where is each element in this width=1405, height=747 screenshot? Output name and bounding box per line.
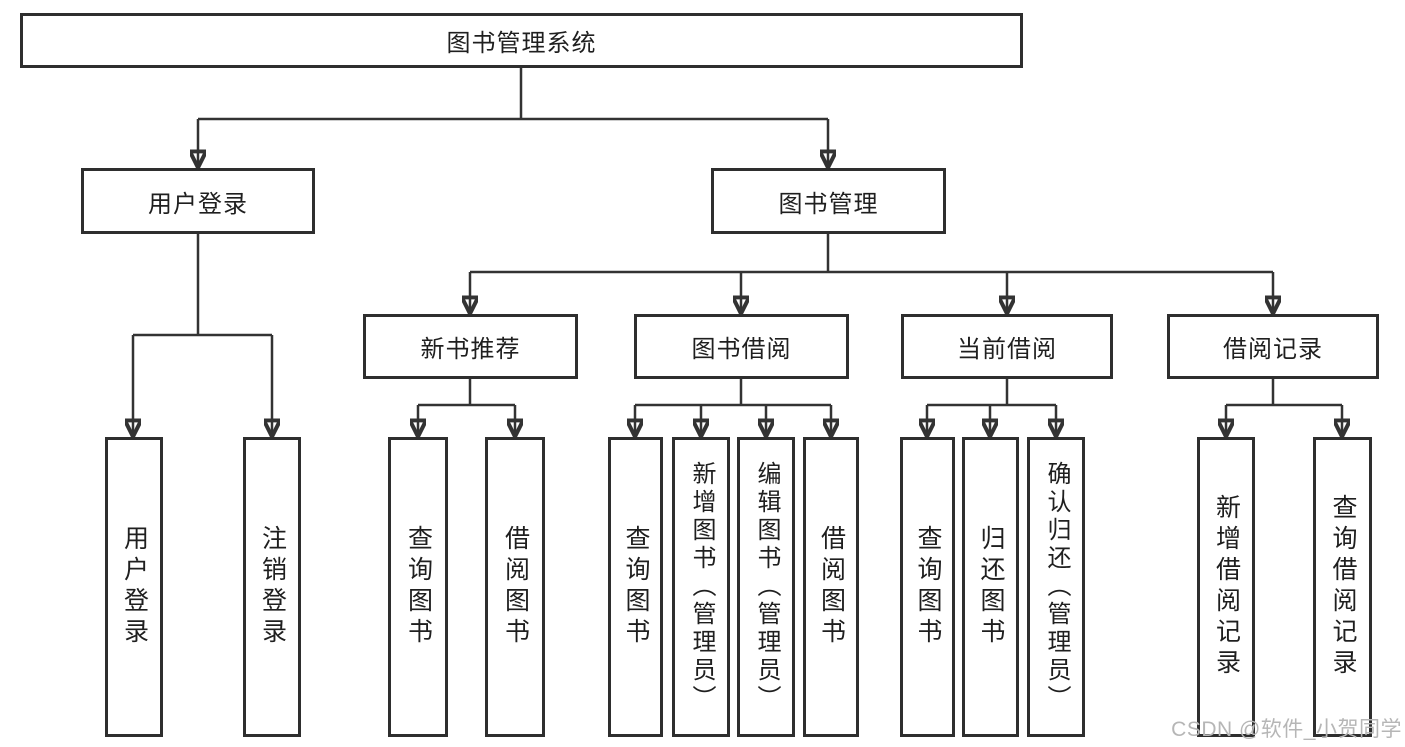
- leaf-nb-query-books-label: 查询图书: [404, 525, 433, 649]
- node-book-borrow-label: 图书借阅: [691, 336, 792, 363]
- leaf-bb-query-books-label: 查询图书: [622, 525, 650, 649]
- leaf-bb-borrow-books-label: 借阅图书: [817, 525, 846, 649]
- leaf-cb-query-books-label: 查询图书: [914, 525, 942, 649]
- leaf-nb-borrow-books-label: 借阅图书: [501, 525, 530, 649]
- leaf-nb-query-books: 查询图书: [388, 437, 448, 737]
- node-book-borrow: 图书借阅: [634, 314, 849, 379]
- leaf-logout: 注销登录: [243, 437, 301, 737]
- leaf-br-add-record: 新增借阅记录: [1197, 437, 1255, 737]
- leaf-logout-label: 注销登录: [258, 525, 287, 649]
- node-new-book-recommend-label: 新书推荐: [420, 336, 521, 363]
- leaf-user-login-label: 用户登录: [120, 525, 149, 649]
- leaf-cb-confirm-return-admin: 确认归还（管理员）: [1027, 437, 1085, 737]
- leaf-bb-query-books: 查询图书: [608, 437, 663, 737]
- node-new-book-recommend: 新书推荐: [363, 314, 578, 379]
- node-book-management: 图书管理: [711, 168, 946, 234]
- node-user-login: 用户登录: [81, 168, 315, 234]
- leaf-br-add-record-label: 新增借阅记录: [1212, 494, 1241, 680]
- leaf-bb-add-books-admin-label: 新增图书（管理员）: [688, 461, 715, 713]
- leaf-nb-borrow-books: 借阅图书: [485, 437, 545, 737]
- node-book-management-label: 图书管理: [778, 190, 879, 218]
- leaf-cb-return-books: 归还图书: [962, 437, 1019, 737]
- node-current-borrow-label: 当前借阅: [957, 336, 1057, 363]
- leaf-br-query-record: 查询借阅记录: [1313, 437, 1372, 737]
- leaf-br-query-record-label: 查询借阅记录: [1329, 494, 1357, 680]
- node-borrow-records: 借阅记录: [1167, 314, 1379, 379]
- csdn-watermark: CSDN @软件_小贺同学: [1171, 718, 1402, 741]
- node-user-login-label: 用户登录: [148, 190, 248, 218]
- leaf-user-login: 用户登录: [105, 437, 163, 737]
- leaf-bb-borrow-books: 借阅图书: [803, 437, 859, 737]
- leaf-bb-add-books-admin: 新增图书（管理员）: [672, 437, 730, 737]
- node-borrow-records-label: 借阅记录: [1223, 336, 1323, 363]
- leaf-cb-query-books: 查询图书: [900, 437, 955, 737]
- node-root-system-label: 图书管理系统: [446, 30, 597, 57]
- node-current-borrow: 当前借阅: [901, 314, 1113, 379]
- leaf-bb-edit-books-admin-label: 编辑图书（管理员）: [753, 461, 780, 713]
- leaf-cb-confirm-return-admin-label: 确认归还（管理员）: [1043, 461, 1070, 713]
- node-root-system: 图书管理系统: [20, 13, 1023, 68]
- leaf-cb-return-books-label: 归还图书: [977, 525, 1005, 649]
- leaf-bb-edit-books-admin: 编辑图书（管理员）: [737, 437, 795, 737]
